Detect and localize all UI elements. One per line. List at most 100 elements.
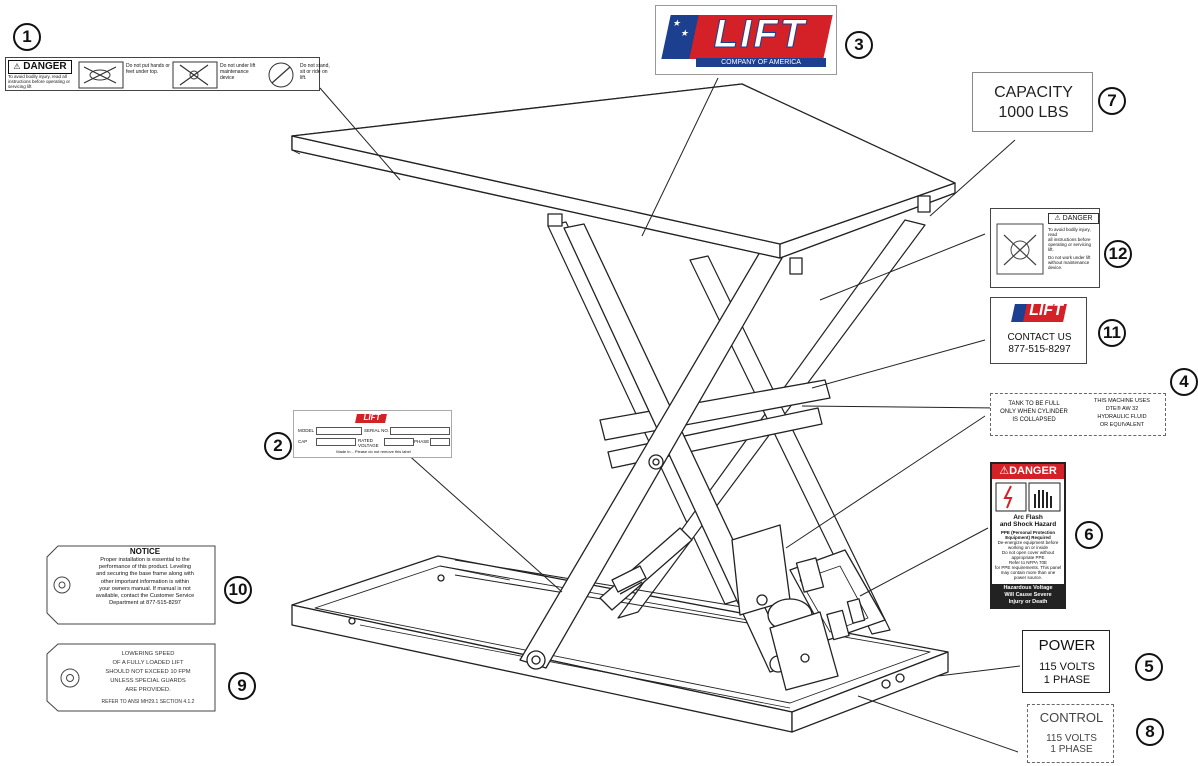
arcflash-footer: Will Cause Severe [1004, 592, 1052, 598]
danger-12-line: device. [1048, 265, 1063, 270]
contact-phone: 877-515-8297 [1008, 344, 1071, 355]
warning-triangle-icon: ⚠ [1054, 215, 1061, 222]
lowering-line: ARE PROVIDED. [125, 687, 171, 693]
callout-12: 12 [1104, 240, 1132, 268]
logo-subtitle: COMPANY OF AMERICA [696, 58, 826, 67]
decal-power: POWER 115 VOLTS 1 PHASE [1022, 630, 1110, 693]
hydraulic-left-line: IS COLLAPSED [1012, 417, 1056, 423]
notice-line: other important information is within [100, 578, 190, 585]
lowering-line: SHOULD NOT EXCEED 10 FPM [105, 669, 191, 675]
power-unit [731, 524, 886, 691]
callout-9: 9 [228, 672, 256, 700]
nameplate-field-label: CAP [298, 439, 308, 444]
arcflash-line: for PPE requirements. This panel [994, 565, 1062, 570]
crush-hazard-icon [996, 223, 1044, 275]
callout-11: 11 [1098, 319, 1126, 347]
hand-crush-icon [78, 61, 124, 89]
nameplate-field-label: RATED VOLTAGE [358, 438, 379, 448]
star-icon: ★ [679, 28, 690, 38]
decal-danger-strip: ⚠ DANGER To avoid bodily injury, read al… [5, 57, 330, 91]
hydraulic-right-line: DTE® AW 32 [1105, 406, 1139, 412]
arcflash-line: Do not open cover without [1001, 550, 1055, 555]
decal-danger-12: ⚠ DANGER To avoid bodily injury, read al… [990, 208, 1100, 288]
decal-contact: LIFT CONTACT US 877-515-8297 [990, 297, 1087, 364]
lowering-reference: REFER TO ANSI MH29.1 SECTION 4.1.2 [101, 699, 195, 705]
capacity-label: CAPACITY [994, 84, 1073, 101]
arcflash-title: Arc Flash [1013, 514, 1043, 521]
notice-line: Proper installation is essential to the [100, 557, 190, 563]
notice-line: Department at 877-515-8297 [109, 600, 181, 607]
nameplate-field-box [390, 427, 450, 435]
nameplate-field-box [384, 438, 414, 446]
control-voltage: 115 VOLTS [1046, 733, 1097, 744]
notice-title: NOTICE [129, 547, 161, 556]
power-phase: 1 PHASE [1043, 674, 1091, 686]
logo-wordmark: LIFT [713, 12, 807, 57]
arcflash-line: Equipment) Required [1005, 535, 1051, 540]
notice-line: available, contact the Customer Service [95, 593, 195, 600]
lowering-line: LOWERING SPEED [121, 651, 175, 657]
power-voltage: 115 VOLTS [1039, 661, 1095, 673]
notice-line: and securing the base frame along with [96, 571, 194, 578]
decal-capacity: CAPACITY 1000 LBS [972, 72, 1093, 132]
danger-12-line: without maintenance [1048, 260, 1090, 265]
danger-intro: To avoid bodily injury, read all instruc… [8, 74, 71, 89]
nameplate-field-label: PHASE [414, 439, 430, 444]
callout-4: 4 [1170, 368, 1198, 396]
hydraulic-left-line: ONLY WHEN CYLINDER [1000, 409, 1068, 415]
callout-10: 10 [224, 576, 252, 604]
callout-7: 7 [1098, 87, 1126, 115]
capacity-value: 1000 LBS [998, 104, 1069, 121]
decal-arc-flash: ⚠DANGER Arc Flash and Shock Hazard PPE (… [990, 462, 1066, 609]
arcflash-line: may contain more than one [1000, 570, 1056, 575]
hydraulic-right-line: OR EQUIVALENT [1099, 422, 1145, 428]
lowering-line: OF A FULLY LOADED LIFT [112, 660, 184, 666]
callout-8: 8 [1136, 718, 1164, 746]
arcflash-footer: Injury or Death [1008, 599, 1048, 605]
decal-logo-main: ★ ★ LIFT COMPANY OF AMERICA [655, 5, 837, 75]
nameplate-field-label: SERIAL NO. [364, 428, 390, 433]
danger-12-line: To avoid bodily injury, read [1048, 227, 1091, 237]
nameplate-logo: LIFT [363, 413, 381, 422]
hydraulic-left-line: TANK TO BE FULL [1008, 401, 1060, 407]
arcflash-header: DANGER [1009, 465, 1057, 477]
callout-1: 1 [13, 23, 41, 51]
control-title: CONTROL [1039, 710, 1104, 725]
contact-label: CONTACT US [1007, 332, 1072, 343]
arcflash-line: appropriate PPE [1011, 555, 1045, 560]
danger-header-text: DANGER [23, 61, 67, 72]
lowering-line: UNLESS SPECIAL GUARDS [110, 678, 186, 684]
arcflash-line: power source. [1013, 575, 1043, 580]
arcflash-title: and Shock Hazard [999, 521, 1057, 528]
notice-tag-outline [46, 545, 216, 625]
lowering-tag-outline [46, 643, 216, 712]
star-icon: ★ [671, 18, 683, 28]
danger-12-line: Do not work under lift [1048, 255, 1091, 260]
power-title: POWER [1038, 637, 1096, 654]
hydraulic-cylinder [599, 527, 693, 611]
warning-triangle-icon: ⚠ [999, 465, 1010, 477]
decal-notice: NOTICE Proper installation is essential … [46, 545, 216, 625]
callout-3: 3 [845, 31, 873, 59]
scissor-crush-icon [172, 61, 218, 89]
contact-logo-wordmark: LIFT [1029, 302, 1063, 319]
notice-line: your owners manual. If manual is not [99, 585, 191, 592]
arcflash-line: PPE (Personal Protection [1000, 530, 1056, 535]
warning-triangle-icon: ⚠ [13, 62, 21, 71]
arcflash-footer: Hazardous Voltage [1003, 585, 1053, 591]
danger-panel-b: Do not under lift maintenance device [220, 63, 256, 81]
hydraulic-right-line: HYDRAULIC FLUID [1097, 414, 1147, 420]
nameplate-field-box [316, 427, 362, 435]
leader-lines [319, 77, 1021, 753]
decal-hydraulic: TANK TO BE FULL ONLY WHEN CYLINDER IS CO… [990, 393, 1166, 436]
arcflash-line: Refer to NFPA 70E [1009, 560, 1047, 565]
arc-flash-pictogram [995, 482, 1061, 512]
arcflash-line: De-energize equipment before [997, 540, 1059, 545]
callout-2: 2 [264, 432, 292, 460]
decal-lowering-speed: LOWERING SPEED OF A FULLY LOADED LIFT SH… [46, 643, 216, 712]
callout-5: 5 [1135, 653, 1163, 681]
notice-line: performance of this product. Leveling [98, 564, 192, 571]
danger-12-line: operating or servicing lift. [1048, 242, 1092, 252]
danger-panel-a: Do not put hands or feet under top. [126, 63, 170, 75]
